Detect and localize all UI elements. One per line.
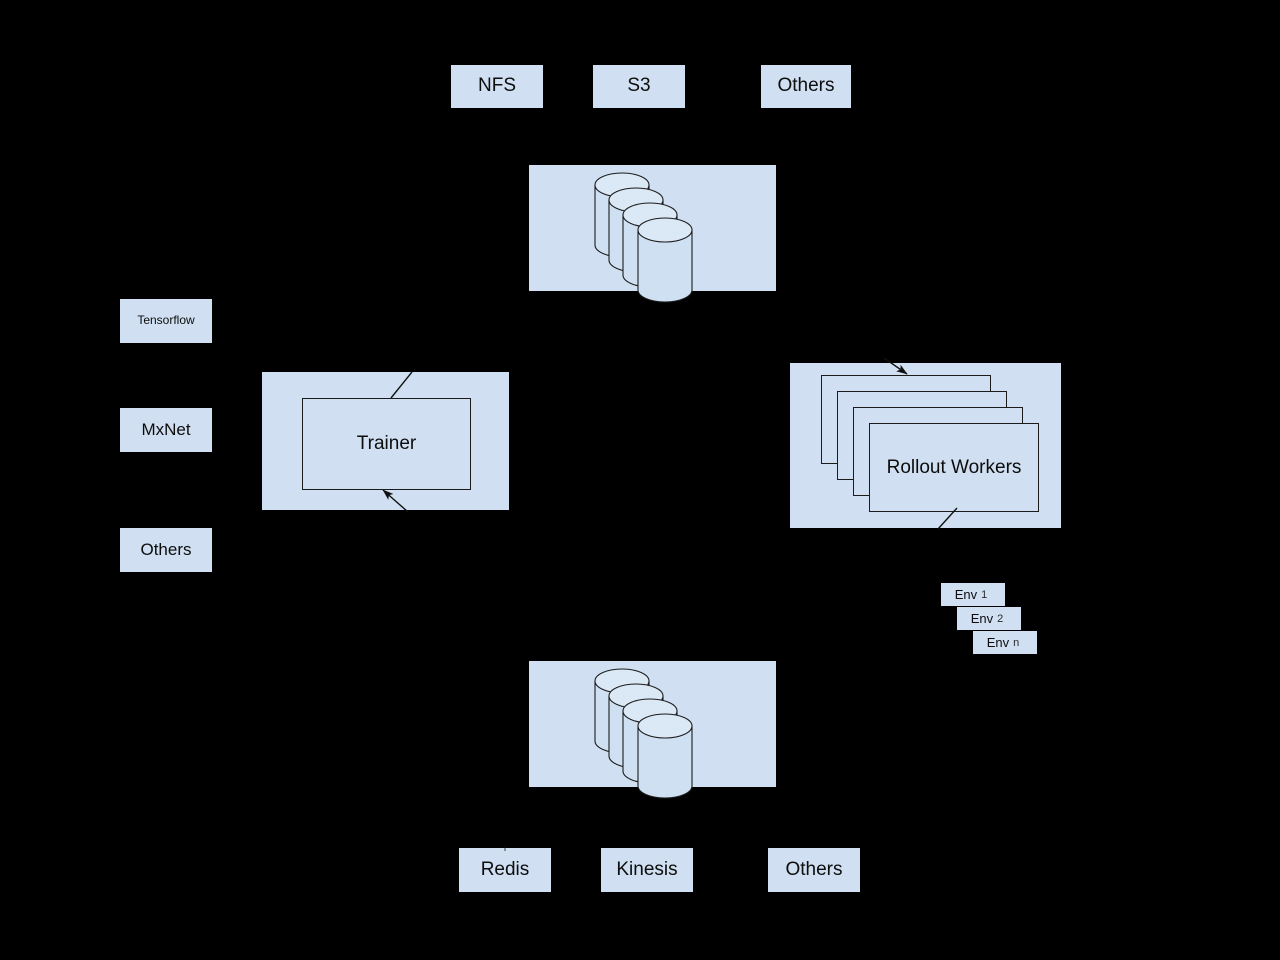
queue-node-redis[interactable]: Redis xyxy=(459,848,551,892)
env-label-index: 2 xyxy=(997,612,1004,625)
storage-node-nfs[interactable]: NFS xyxy=(451,65,543,108)
storage-node-s3[interactable]: S3 xyxy=(593,65,685,108)
storage-node-label: Others xyxy=(777,75,835,97)
env-box-2[interactable]: Env 2 xyxy=(957,607,1021,630)
env-label-word: Env xyxy=(954,587,978,602)
trainer-box[interactable]: Trainer xyxy=(302,398,471,490)
framework-node-mxnet[interactable]: MxNet xyxy=(120,408,212,452)
storage-node-label: S3 xyxy=(627,75,651,97)
model-store-panel[interactable] xyxy=(529,165,776,291)
rollout-workers-label: Rollout Workers xyxy=(886,456,1022,478)
trainer-label: Trainer xyxy=(356,432,417,454)
framework-node-label: Others xyxy=(140,539,192,559)
storage-node-label: NFS xyxy=(478,75,516,97)
queue-node-others[interactable]: Others xyxy=(768,848,860,892)
experience-store-panel[interactable] xyxy=(529,661,776,787)
env-label-index: 1 xyxy=(981,588,988,601)
queue-node-label: Redis xyxy=(480,858,530,880)
env-label-index: n xyxy=(1013,636,1020,649)
rollout-worker-stack-front[interactable]: Rollout Workers xyxy=(869,423,1039,512)
queue-node-label: Others xyxy=(785,858,843,880)
env-label-word: Env xyxy=(970,611,994,626)
env-box-n[interactable]: Env n xyxy=(973,631,1037,654)
framework-node-others[interactable]: Others xyxy=(120,528,212,572)
storage-node-others[interactable]: Others xyxy=(761,65,851,108)
queue-node-kinesis[interactable]: Kinesis xyxy=(601,848,693,892)
framework-node-label: MxNet xyxy=(141,419,191,439)
env-box-1[interactable]: Env 1 xyxy=(941,583,1005,606)
framework-node-label: Tensorflow xyxy=(137,313,195,328)
queue-node-label: Kinesis xyxy=(616,858,678,880)
env-label-word: Env xyxy=(986,635,1010,650)
framework-node-tensorflow[interactable]: Tensorflow xyxy=(120,299,212,343)
